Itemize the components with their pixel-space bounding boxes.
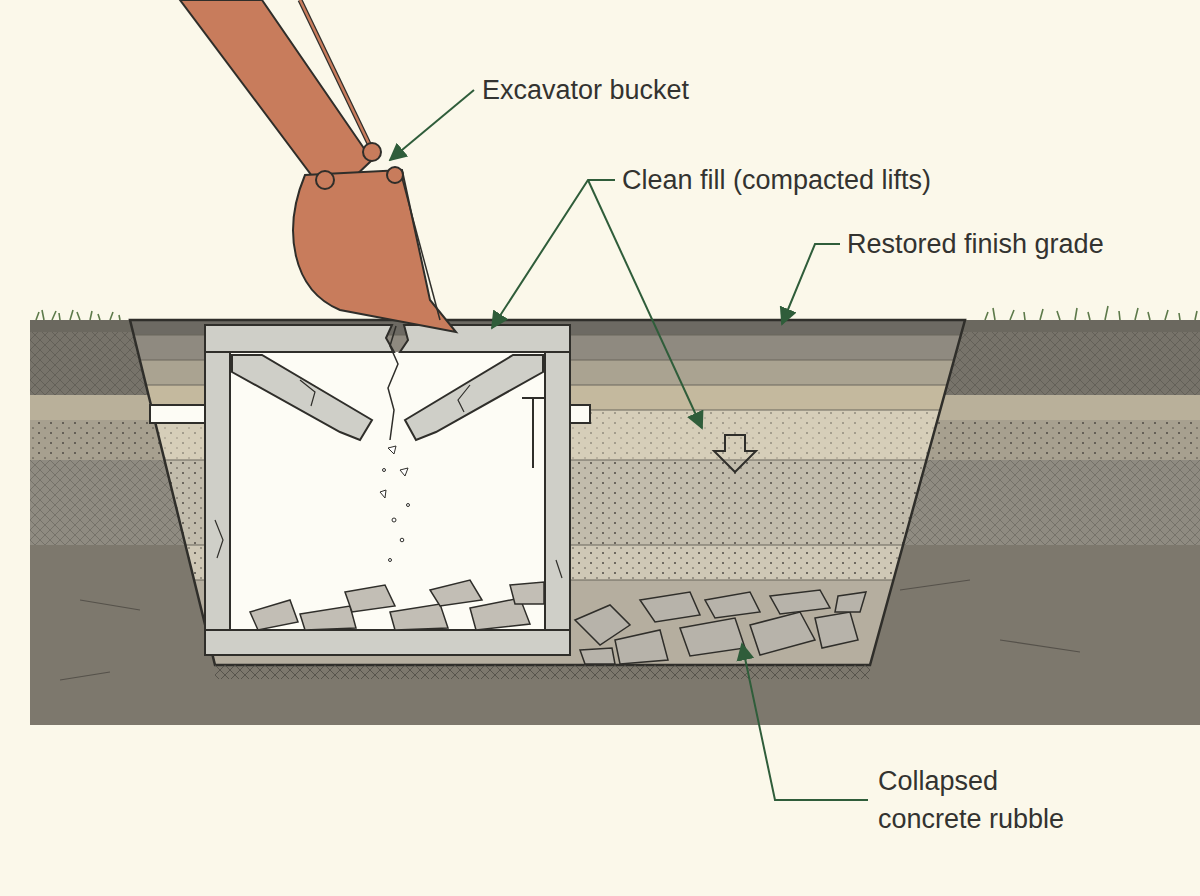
- backfilled-pit: [120, 320, 980, 670]
- leader-lines-part: [588, 180, 702, 428]
- falling-debris-part: [400, 538, 404, 542]
- rubble-outside-part: [835, 592, 866, 612]
- rubble-outside-part: [640, 592, 700, 622]
- falling-debris-part: [388, 446, 396, 454]
- septic-tank-part: [215, 380, 562, 578]
- rubble-inside: [250, 580, 544, 630]
- pit-bottom-hatch: [215, 665, 870, 679]
- excavator-bucket: [180, 0, 456, 332]
- septic-tank-part: [205, 630, 570, 655]
- part-label: Excavator bucket: [482, 74, 689, 106]
- rubble-inside-part: [345, 585, 395, 612]
- falling-debris-part: [380, 490, 386, 498]
- leader-lines-part: [782, 244, 840, 324]
- septic-tank-part: [570, 405, 590, 423]
- part-label: Clean fill (compacted lifts): [622, 164, 931, 196]
- part-label: Collapsed concrete rubble: [878, 762, 1093, 838]
- septic-tank-part: [232, 355, 372, 440]
- leader-lines-part: [492, 180, 615, 328]
- rubble-outside-part: [580, 648, 615, 664]
- leader-lines-part: [390, 90, 474, 160]
- rubble-inside-part: [250, 600, 298, 630]
- leader-lines-part: [742, 644, 868, 800]
- excavator-bucket-part: [402, 178, 440, 320]
- excavator-bucket-part: [180, 0, 372, 200]
- pit-outline: [130, 320, 965, 665]
- falling-debris: [380, 446, 410, 562]
- septic-tank-part: [205, 340, 230, 655]
- rubble-outside-part: [750, 612, 815, 655]
- rubble-inside-part: [510, 582, 544, 604]
- rubble-outside: [575, 590, 866, 664]
- septic-tank-part: [545, 340, 570, 655]
- excavator-bucket-part: [293, 170, 456, 332]
- falling-debris-part: [389, 559, 392, 562]
- septic-tank-part: [522, 398, 545, 468]
- leader-lines: [390, 90, 868, 800]
- falling-debris-part: [392, 518, 396, 522]
- excavator-bucket-part: [316, 171, 334, 189]
- rubble-outside-part: [705, 592, 760, 618]
- rubble-outside-part: [615, 630, 668, 664]
- rubble-outside-part: [815, 612, 858, 648]
- septic-tank-part: [388, 326, 398, 440]
- grass: [36, 306, 1197, 320]
- soil-profile: [30, 320, 1200, 725]
- excavator-bucket-part: [300, 0, 372, 150]
- excavator-bucket-part: [387, 167, 403, 183]
- rubble-outside-part: [770, 590, 830, 614]
- septic-tank-part: [400, 325, 570, 352]
- falling-debris-part: [383, 469, 386, 472]
- falling-debris-part: [400, 468, 408, 476]
- excavator-bucket-part: [300, 0, 372, 150]
- rubble-inside-part: [430, 580, 482, 606]
- settlement-arrow: [714, 435, 756, 472]
- septic-tank-part: [150, 405, 205, 423]
- rubble-inside-part: [300, 606, 356, 630]
- grass-part: [985, 306, 1197, 320]
- septic-tank-part: [205, 325, 394, 352]
- excavator-bucket-part: [363, 143, 381, 161]
- part-label: Restored finish grade: [847, 228, 1104, 260]
- grass-part: [36, 310, 120, 320]
- falling-debris-part: [407, 504, 410, 507]
- rubble-outside-part: [680, 618, 745, 656]
- rubble-inside-part: [390, 604, 448, 630]
- septic-tank: [150, 325, 590, 655]
- septic-tank-part: [230, 352, 545, 630]
